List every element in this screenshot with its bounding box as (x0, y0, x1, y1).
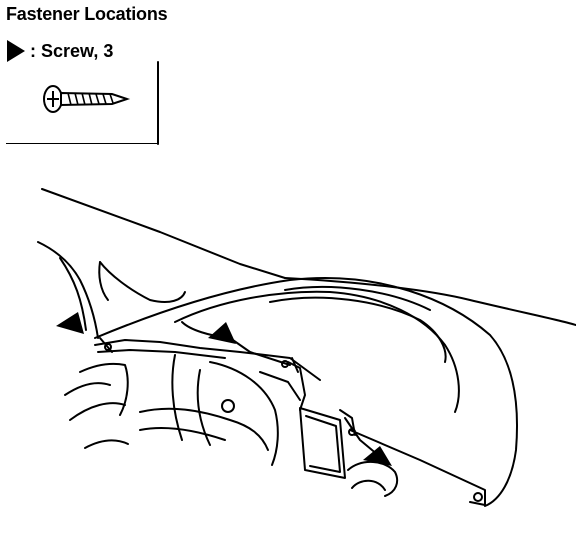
screw-icon (42, 82, 132, 121)
legend-label: : Screw, 3 (30, 40, 114, 61)
screw-marker-2 (208, 322, 236, 344)
triangle-arrow-icon (6, 40, 26, 62)
screw-marker-1 (56, 312, 84, 334)
page-title: Fastener Locations (6, 4, 168, 24)
screw-marker-3 (363, 446, 392, 466)
legend-row: : Screw, 3 (6, 38, 113, 64)
